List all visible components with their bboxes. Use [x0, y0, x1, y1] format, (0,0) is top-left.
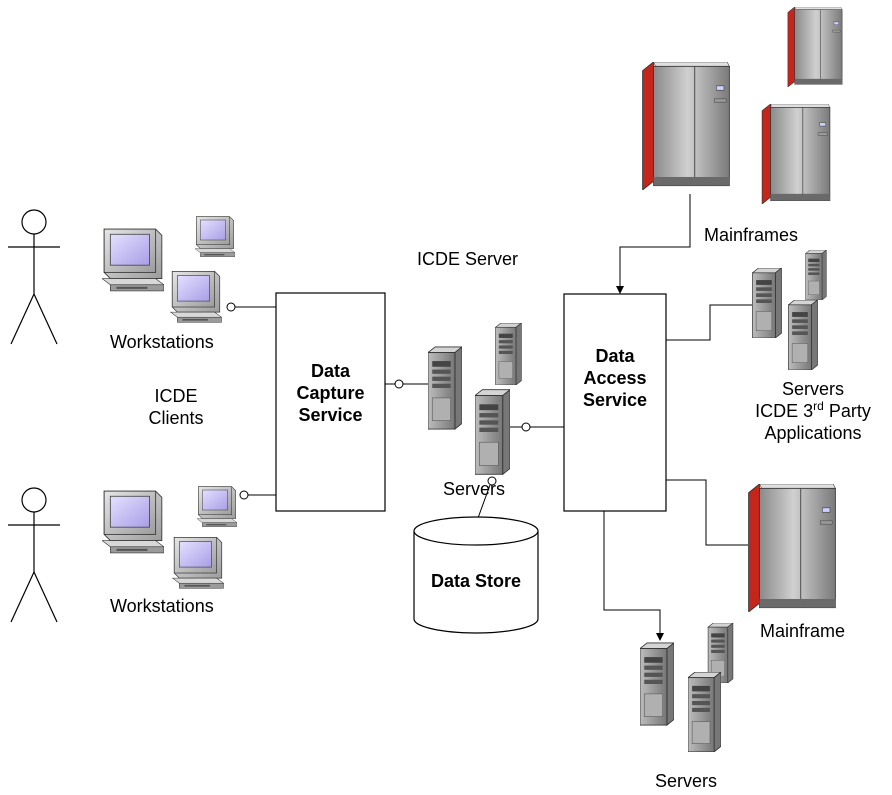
mainframe-label: Mainframe: [760, 621, 846, 641]
connector-line: [619, 194, 691, 289]
database-icon: [413, 516, 539, 634]
third-party-prefix: ICDE 3: [755, 401, 814, 421]
data-access-service-box: [563, 293, 667, 512]
third-party-superscript: rd: [813, 399, 824, 413]
connector-line: [385, 379, 430, 389]
arrow-head: [616, 286, 624, 294]
mainframe-icon: [642, 62, 730, 190]
icde-clients-line-2: Clients: [148, 408, 204, 428]
server-icon: [688, 672, 721, 752]
workstation-icon: [195, 216, 235, 257]
data-access-line-1: Data: [595, 346, 635, 366]
third-party-line: ICDE 3rd Party: [738, 400, 888, 422]
connector-line: [666, 479, 748, 546]
servers-center-label: Servers: [443, 479, 506, 499]
data-capture-service-label: Data Capture Service: [276, 360, 385, 426]
server-icon: [752, 268, 782, 338]
servers-right-label: Servers: [781, 379, 844, 399]
server-icon: [428, 346, 462, 430]
mainframe-icon: [787, 7, 843, 87]
mainframes-label: Mainframes: [704, 225, 799, 245]
connector-line: [477, 476, 497, 519]
arrow-head: [656, 633, 664, 641]
mainframe-icon: [748, 484, 836, 612]
workstation-icon: [172, 536, 224, 589]
workstation-icon: [197, 486, 237, 528]
connector-line: [226, 302, 276, 500]
third-party-suffix: Party: [823, 401, 871, 421]
data-capture-line-1: Data: [310, 361, 350, 381]
server-icon: [475, 388, 510, 476]
data-store-label: Data Store: [430, 571, 522, 591]
actor-icon: [8, 487, 60, 623]
icde-server-label: ICDE Server: [417, 249, 519, 269]
data-access-line-3: Service: [582, 390, 648, 410]
data-capture-line-3: Service: [298, 405, 363, 425]
server-icon: [640, 642, 674, 726]
workstation-icon: [102, 490, 164, 554]
workstations-top-label: Workstations: [110, 332, 214, 352]
connector-line: [666, 304, 752, 341]
workstation-icon: [170, 270, 222, 323]
workstations-bottom-label: Workstations: [110, 596, 214, 616]
data-capture-service-box: [275, 292, 386, 512]
mainframe-icon: [761, 104, 831, 204]
actor-icon: [8, 209, 60, 345]
icde-clients-line-1: ICDE: [154, 386, 198, 406]
data-access-line-2: Access: [583, 368, 647, 388]
applications-label: Applications: [764, 423, 862, 443]
data-access-service-label: Data Access Service: [564, 345, 666, 411]
workstation-icon: [102, 228, 164, 292]
icde-clients-label: ICDE Clients: [130, 385, 222, 429]
connector-line: [510, 422, 564, 432]
connector-line: [603, 511, 661, 636]
server-icon: [805, 250, 827, 300]
third-party-label: Servers ICDE 3rd Party Applications: [738, 378, 888, 444]
server-icon: [788, 300, 818, 370]
server-icon: [495, 323, 522, 385]
data-capture-line-2: Capture: [296, 383, 365, 403]
servers-bottom-label: Servers: [655, 771, 718, 791]
